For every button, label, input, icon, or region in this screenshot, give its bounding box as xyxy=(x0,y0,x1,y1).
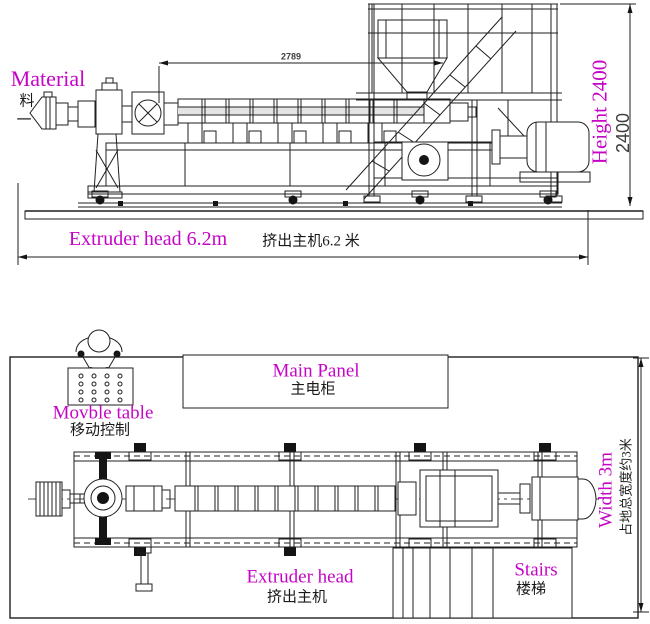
height-value-text: 2400 xyxy=(613,112,633,154)
gearbox-flange-plan xyxy=(79,452,171,545)
main-panel-box xyxy=(182,354,449,409)
extruder-barrel xyxy=(177,98,477,144)
extruder-head-label-zh: 挤出主机 xyxy=(266,589,328,606)
blower xyxy=(401,141,449,181)
width-label-en: Width 3m xyxy=(595,452,617,528)
gearbox-flange xyxy=(131,91,179,135)
drive-train-plan xyxy=(397,469,597,528)
base-frame xyxy=(87,142,559,205)
stairs-label-zh: 楼梯 xyxy=(515,581,547,598)
main-motor xyxy=(491,121,591,183)
stairs-plan xyxy=(392,547,573,619)
main-panel-label-en: Main Panel xyxy=(272,360,360,382)
die-head-plan xyxy=(35,481,81,517)
control-table xyxy=(67,367,134,406)
length-label-zh: 挤出主机6.2 米 xyxy=(262,233,360,250)
ground-line xyxy=(24,210,644,220)
hopper xyxy=(376,19,448,100)
control-buttons xyxy=(78,373,123,403)
side-elevation-view xyxy=(17,3,644,265)
stairs-label-en: Stairs xyxy=(514,559,558,581)
material-label-zh: 料 xyxy=(19,93,35,110)
main-panel-label-zh: 主电柜 xyxy=(290,381,336,398)
dimension-length xyxy=(17,183,589,265)
length-label-en: Extruder head 6.2m xyxy=(68,228,228,250)
dimension-2789-text: 2789 xyxy=(280,51,302,62)
dimension-width xyxy=(633,357,649,613)
wheels xyxy=(91,190,557,205)
drain-pipe xyxy=(135,546,153,592)
barrel-supports xyxy=(187,122,397,144)
operator-figure xyxy=(75,329,123,373)
staircase xyxy=(345,16,517,200)
material-label-en: Material xyxy=(10,66,86,91)
movable-table-label-zh: 移动控制 xyxy=(69,422,131,439)
dimension-2789 xyxy=(158,60,443,103)
extruder-head-label-en: Extruder head xyxy=(246,566,354,588)
height-label-en: Height 2400 xyxy=(587,59,612,165)
feed-stand xyxy=(87,77,133,199)
movable-table-label-en: Movble table xyxy=(52,402,154,424)
dimension-height xyxy=(560,3,636,206)
die-head xyxy=(29,91,96,130)
width-label-zh: 占地总宽度约3米 xyxy=(618,438,634,536)
material-dash: 一 xyxy=(16,112,32,129)
barrel-plan xyxy=(174,485,396,512)
plan-view xyxy=(9,329,649,619)
